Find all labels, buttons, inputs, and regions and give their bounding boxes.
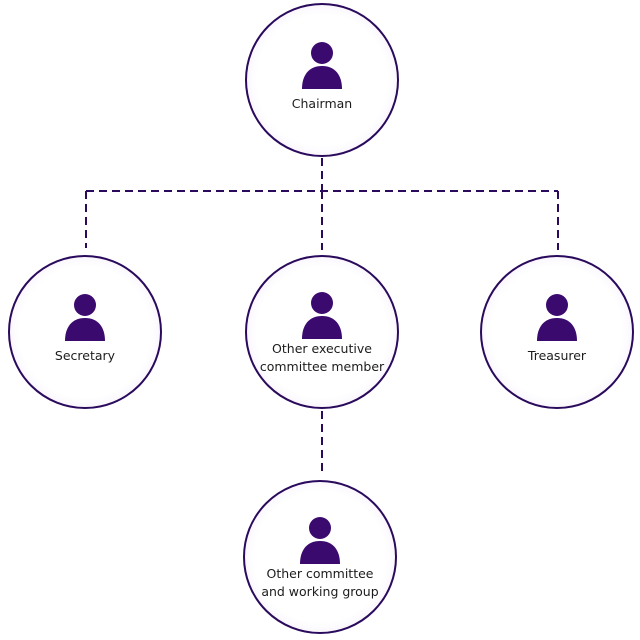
node-other-committee-and-working-group: Other committee and working group xyxy=(243,480,397,634)
person-icon xyxy=(65,294,105,341)
person-icon xyxy=(537,294,577,341)
node-other-executive-committee-member: Other executive committee member xyxy=(245,255,399,409)
node-label-chairman: Chairman xyxy=(291,96,353,111)
node-chairman: Chairman xyxy=(245,3,399,157)
node-label-other-committee-and-working-group: Other committee and working group xyxy=(261,566,379,599)
node-label-other-executive-committee-member: Other executive committee member xyxy=(259,341,385,374)
person-icon xyxy=(302,42,342,89)
node-label-secretary: Secretary xyxy=(54,348,116,363)
person-icon xyxy=(300,517,340,564)
person-icon xyxy=(302,292,342,339)
node-treasurer: Treasurer xyxy=(480,255,634,409)
node-label-treasurer: Treasurer xyxy=(527,348,587,363)
node-secretary: Secretary xyxy=(8,255,162,409)
